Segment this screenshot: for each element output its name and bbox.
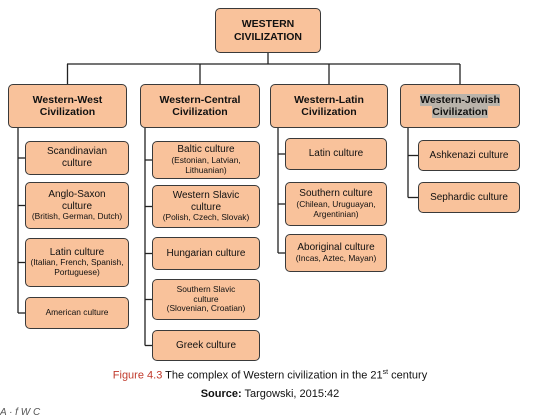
culture-detail: (Chilean, Uruguayan,	[296, 198, 376, 209]
culture-detail: Southern Slavic	[176, 283, 236, 294]
culture-detail: (British, German, Dutch)	[31, 211, 123, 222]
branch-title-line1: Western-West	[32, 93, 103, 106]
branch-title-line2: Civilization	[432, 106, 488, 119]
culture-name: Southern culture	[299, 188, 373, 200]
culture-name: culture	[61, 158, 92, 169]
culture-name: Baltic culture	[177, 144, 235, 156]
culture-detail: Argentinian)	[313, 208, 359, 219]
culture-detail: (Incas, Aztec, Mayan)	[295, 252, 377, 263]
culture-name: Hungarian culture	[166, 247, 246, 259]
branch-title-line1: Western-Jewish	[420, 93, 500, 106]
caption-text-end: century	[388, 369, 428, 382]
culture-detail: Portuguese)	[54, 267, 100, 278]
culture-name: Latin culture	[49, 246, 105, 258]
culture-node: Ashkenazi culture	[418, 140, 520, 171]
branch-title-line1: Western-Central	[159, 93, 241, 106]
culture-detail: American culture	[45, 307, 109, 318]
root-title-line2: CIVILIZATION	[233, 30, 303, 43]
figure-caption: Figure 4.3 The complex of Western civili…	[0, 369, 540, 382]
caption-superscript: st	[382, 369, 389, 376]
figure-number: Figure 4.3	[112, 369, 163, 382]
culture-name: Greek culture	[175, 339, 237, 351]
culture-detail: culture	[193, 293, 219, 304]
culture-node: Latin culture	[285, 138, 387, 170]
culture-name: Sephardic culture	[430, 191, 508, 203]
culture-detail: (Slovenian, Croatian)	[166, 303, 246, 314]
figure-source: Source: Targowski, 2015:42	[0, 388, 540, 400]
culture-name: Aboriginal culture	[297, 242, 375, 254]
culture-name: Ashkenazi culture	[429, 149, 509, 161]
branch-title-line2: Civilization	[39, 106, 96, 118]
culture-detail: (Italian, French, Spanish,	[30, 257, 124, 268]
caption-text: The complex of Western civilization in t…	[162, 369, 383, 382]
branch-title-line2: Civilization	[172, 106, 228, 118]
root-title-line1: WESTERN	[241, 18, 295, 31]
culture-node: Greek culture	[152, 330, 260, 361]
culture-name: Latin culture	[308, 148, 364, 160]
culture-detail: (Polish, Czech, Slovak)	[162, 212, 250, 223]
culture-node: Hungarian culture	[152, 237, 260, 270]
cutoff-text-line: A · f W C	[0, 407, 41, 418]
culture-name: culture	[190, 201, 221, 213]
source-label: Source:	[200, 388, 242, 400]
culture-node: Sephardic culture	[418, 182, 520, 213]
culture-name: Scandinavian	[46, 146, 108, 158]
branch-title-line1: Western-Latin	[294, 93, 364, 106]
culture-node: Baltic culture(Estonian, Latvian,Lithuan…	[152, 141, 260, 179]
branch-title-line2: Civilization	[301, 106, 357, 118]
culture-name: Western Slavic	[172, 189, 240, 201]
culture-name: Anglo-Saxon	[48, 188, 106, 200]
culture-node: Southern culture(Chilean, Uruguayan,Arge…	[285, 182, 387, 226]
culture-detail: Lithuanian)	[185, 164, 227, 175]
culture-detail: (Estonian, Latvian,	[171, 154, 241, 165]
culture-name: culture	[61, 200, 92, 212]
source-text: Targowski, 2015:42	[241, 388, 340, 400]
culture-node: Latin culture(Italian, French, Spanish,P…	[25, 238, 129, 287]
culture-node: Aboriginal culture(Incas, Aztec, Mayan)	[285, 234, 387, 272]
culture-node: American culture	[25, 297, 129, 329]
